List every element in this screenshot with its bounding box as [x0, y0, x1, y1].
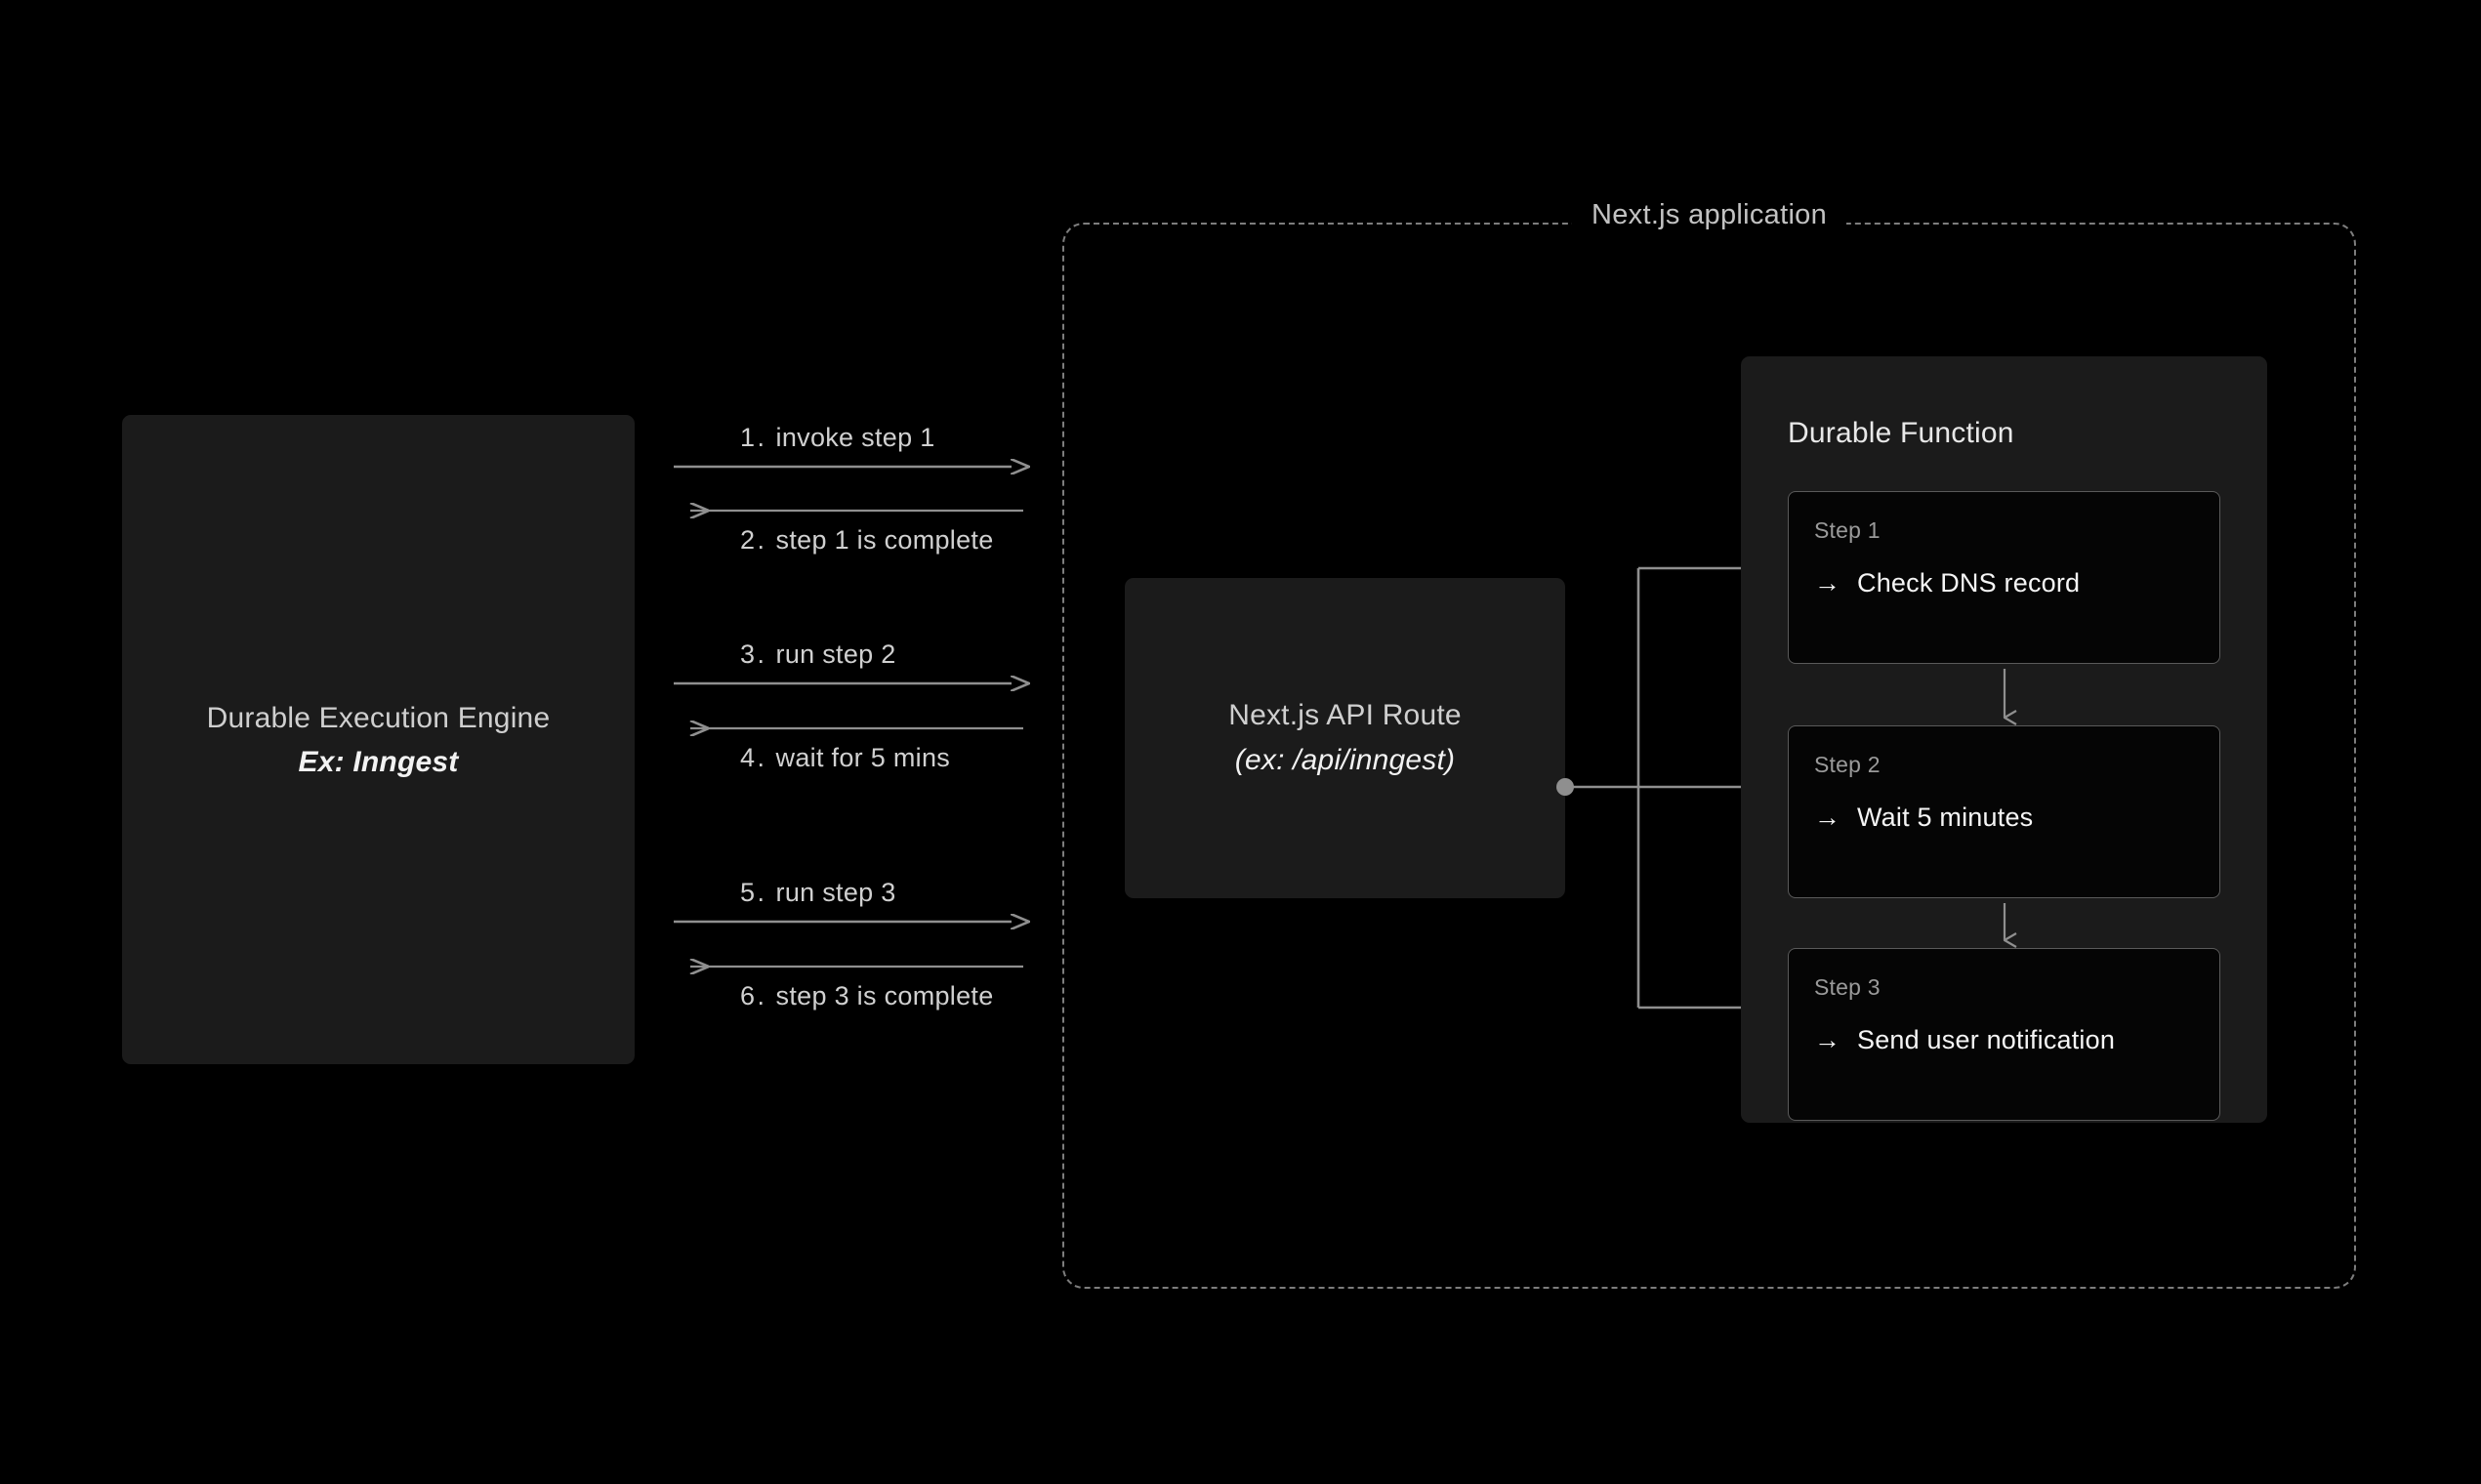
step-2-action-text: Wait 5 minutes	[1857, 803, 2034, 832]
sequence-label-3: 3.run step 2	[740, 639, 896, 669]
durable-function-panel: Durable Function Step 1 → Check DNS recor…	[1741, 356, 2267, 1123]
right-arrow-icon: →	[1814, 568, 1841, 598]
step-box-1[interactable]: Step 1 → Check DNS record	[1788, 491, 2220, 664]
step-1-action-text: Check DNS record	[1857, 568, 2081, 598]
step-box-2[interactable]: Step 2 → Wait 5 minutes	[1788, 725, 2220, 898]
engine-example: Ex: Inngest	[298, 745, 459, 778]
step-1-action: → Check DNS record	[1814, 568, 2080, 598]
right-arrow-icon: →	[1814, 1025, 1841, 1054]
sequence-label-6: 6.step 3 is complete	[740, 981, 994, 1010]
nextjs-application-label: Next.js application	[1572, 193, 1847, 236]
step-2-action: → Wait 5 minutes	[1814, 803, 2033, 833]
engine-title: Durable Execution Engine	[206, 701, 551, 734]
step-1-label: Step 1	[1814, 517, 1881, 543]
durable-function-title: Durable Function	[1788, 417, 2014, 449]
nextjs-api-route-box: Next.js API Route (ex: /api/inngest)	[1125, 578, 1565, 898]
step-3-action-text: Send user notification	[1857, 1025, 2116, 1054]
api-route-path: (ex: /api/inngest)	[1234, 744, 1456, 776]
step-2-label: Step 2	[1814, 752, 1881, 777]
sequence-label-5: 5.run step 3	[740, 878, 896, 907]
sequence-label-1: 1.invoke step 1	[740, 423, 935, 452]
step-3-label: Step 3	[1814, 974, 1881, 1000]
right-arrow-icon: →	[1814, 803, 1841, 832]
sequence-label-2: 2.step 1 is complete	[740, 525, 994, 555]
step-box-3[interactable]: Step 3 → Send user notification	[1788, 948, 2220, 1121]
api-route-title: Next.js API Route	[1228, 699, 1462, 732]
durable-execution-engine-box: Durable Execution Engine Ex: Inngest	[122, 415, 635, 1064]
sequence-label-4: 4.wait for 5 mins	[740, 743, 951, 772]
step-3-action: → Send user notification	[1814, 1025, 2115, 1055]
